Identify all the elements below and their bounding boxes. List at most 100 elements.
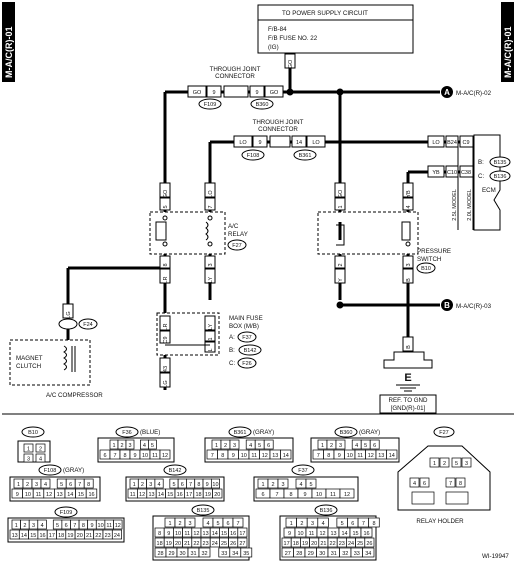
connector-id: F109 bbox=[60, 510, 73, 516]
pin-number: 1 bbox=[290, 521, 293, 527]
svg-text:LO: LO bbox=[239, 140, 247, 146]
ground: B E REF. TO GND [GND(R)-01] bbox=[379, 336, 437, 414]
ref-a: A M-A/C(R)-02 bbox=[441, 86, 492, 98]
pin-number: 8 bbox=[221, 453, 224, 459]
connector-view-b135: B:B1351234567891011121314151617181920212… bbox=[152, 504, 253, 561]
pin-number: 32 bbox=[201, 551, 207, 557]
pin-number: 14 bbox=[67, 492, 73, 498]
pin-cell bbox=[409, 477, 420, 488]
pin-cell bbox=[362, 547, 375, 558]
svg-text:B360: B360 bbox=[256, 102, 269, 108]
pin-number: 5 bbox=[172, 482, 175, 488]
pin-number: 11 bbox=[130, 492, 136, 498]
connector-id-bubble bbox=[228, 426, 252, 438]
pin-cell bbox=[369, 439, 380, 450]
pin-number: 11 bbox=[357, 453, 363, 459]
pin-cell bbox=[429, 457, 440, 468]
pin-number: 2 bbox=[224, 443, 227, 449]
pin-number: 17 bbox=[284, 541, 290, 547]
pin-cell bbox=[280, 449, 292, 460]
pin-cell bbox=[113, 519, 123, 530]
pin-cell bbox=[240, 547, 253, 558]
pin-number: 9 bbox=[90, 523, 93, 529]
pin-number: 5 bbox=[341, 521, 344, 527]
pin-number: 35 bbox=[243, 551, 249, 557]
svg-text:B142: B142 bbox=[244, 348, 257, 354]
pin-number: 10 bbox=[347, 453, 353, 459]
pin-number: 4 bbox=[44, 482, 47, 488]
svg-text:CONNECTOR: CONNECTOR bbox=[258, 126, 298, 133]
pin-number: 17 bbox=[239, 531, 245, 537]
svg-text:GO: GO bbox=[163, 189, 169, 198]
svg-text:LY: LY bbox=[208, 324, 214, 331]
pin-number: 28 bbox=[157, 551, 163, 557]
pin-number: 9 bbox=[232, 453, 235, 459]
connector-outline bbox=[125, 476, 225, 502]
pin-cell bbox=[212, 488, 223, 499]
pin-number: 19 bbox=[302, 541, 308, 547]
pin-number: 10 bbox=[142, 453, 148, 459]
svg-text:LG: LG bbox=[66, 311, 72, 318]
svg-text:2.5L MODEL: 2.5L MODEL bbox=[452, 189, 458, 221]
pin-number: 25 bbox=[221, 541, 227, 547]
pin-number: 3 bbox=[149, 482, 152, 488]
pin-cell bbox=[461, 457, 472, 468]
pin-number: 12 bbox=[344, 492, 350, 498]
pin-number: 20 bbox=[77, 533, 83, 539]
pin-cell bbox=[335, 439, 346, 450]
pin-number: 10 bbox=[316, 492, 322, 498]
pin-cell bbox=[23, 453, 34, 463]
connector-id: B10 bbox=[28, 430, 38, 436]
pin-number: 29 bbox=[168, 551, 174, 557]
pin-cell bbox=[229, 439, 240, 450]
connector-note: (GRAY) bbox=[359, 429, 380, 436]
svg-text:1: 1 bbox=[338, 205, 344, 208]
svg-text:M-A/C(R)-03: M-A/C(R)-03 bbox=[456, 303, 492, 310]
pin-number: 5 bbox=[151, 443, 154, 449]
svg-text:GO: GO bbox=[288, 59, 294, 68]
svg-text:B10: B10 bbox=[421, 266, 431, 272]
pin-number: 10 bbox=[25, 492, 31, 498]
pin-number: 13 bbox=[272, 453, 278, 459]
pin-cell bbox=[277, 478, 289, 489]
connector-id-bubble bbox=[191, 504, 215, 516]
through-joint-connector-2: THROUGH JOINT CONNECTOR LO 9 14 LO F108 … bbox=[233, 119, 326, 161]
svg-text:A: A bbox=[444, 88, 450, 97]
pin-number: 24 bbox=[348, 541, 354, 547]
pin-number: 6 bbox=[226, 521, 229, 527]
connector-outline bbox=[253, 476, 359, 502]
pressure-switch: PRESSURE SWITCH B10 bbox=[317, 211, 451, 274]
pin-number: 11 bbox=[152, 453, 158, 459]
through-joint-connector-1: THROUGH JOINT CONNECTOR GO 9 9 GO F109 B… bbox=[187, 66, 284, 110]
svg-text:9: 9 bbox=[212, 90, 215, 96]
connector-outline bbox=[310, 437, 400, 463]
connector-id: B136 bbox=[320, 508, 333, 514]
pin-number: 13 bbox=[203, 531, 209, 537]
pin-number: 4 bbox=[206, 521, 209, 527]
svg-text:B136: B136 bbox=[494, 174, 507, 180]
pin-number: 22 bbox=[95, 533, 101, 539]
connector-outline bbox=[279, 515, 377, 561]
pin-number: 21 bbox=[184, 541, 190, 547]
svg-text:B135: B135 bbox=[494, 160, 507, 166]
pin-number: 26 bbox=[366, 541, 372, 547]
pin-number: 15 bbox=[221, 531, 227, 537]
pin-number: 4 bbox=[39, 457, 42, 463]
pin-number: 1 bbox=[433, 461, 436, 467]
svg-text:F24: F24 bbox=[83, 322, 92, 328]
pin-number: 3 bbox=[339, 443, 342, 449]
pin-number: 7 bbox=[362, 521, 365, 527]
pin-number: 12 bbox=[115, 523, 121, 529]
pin-number: 5 bbox=[56, 523, 59, 529]
svg-text:THROUGH JOINT: THROUGH JOINT bbox=[253, 119, 304, 126]
svg-text:A:: A: bbox=[229, 334, 235, 341]
pin-number: 6 bbox=[181, 482, 184, 488]
pin-number: 7 bbox=[449, 481, 452, 487]
svg-text:MAIN FUSE: MAIN FUSE bbox=[229, 315, 263, 322]
svg-text:C:: C: bbox=[229, 360, 235, 367]
pin-number: 1 bbox=[15, 523, 18, 529]
svg-text:L: L bbox=[208, 348, 214, 351]
